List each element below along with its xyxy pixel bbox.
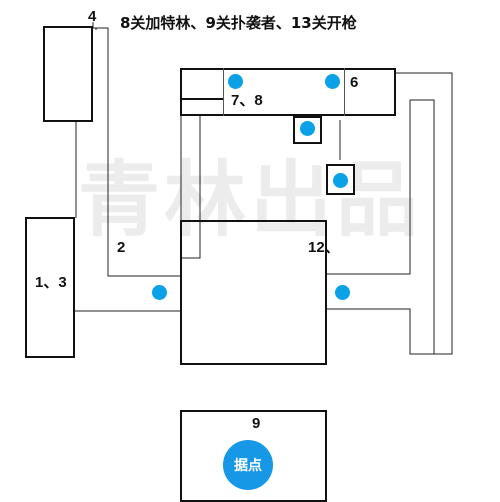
watermark-text: 青林出品 [77,153,422,248]
map-title: 8关加特林、9关扑袭者、13关开枪 [120,14,357,32]
room-1-3 [25,217,75,358]
room-divider-right [344,68,345,116]
room-12-label: 12、 [308,239,340,256]
room-9-label: 9 [252,415,261,432]
spawn-marker [325,74,340,89]
room-divider-left [223,68,224,116]
corridor-2-label: 2 [117,239,126,256]
spawn-marker [152,285,167,300]
spawn-marker [333,173,348,188]
spawn-marker [335,285,350,300]
room-4 [43,26,93,122]
spawn-marker [228,74,243,89]
small-box-1 [293,116,322,144]
spawn-marker [300,121,315,136]
room-4-label: 4 [88,8,97,25]
room-7-8-label: 7、8 [231,92,263,109]
room-inner-ledge [180,98,224,100]
stronghold-badge: 据点 [223,440,273,490]
room-1-3-label: 1、3 [35,274,67,291]
room-6-7-8 [180,68,396,116]
central-room [180,220,327,365]
room-6-label: 6 [350,74,359,91]
small-box-2 [326,164,355,195]
